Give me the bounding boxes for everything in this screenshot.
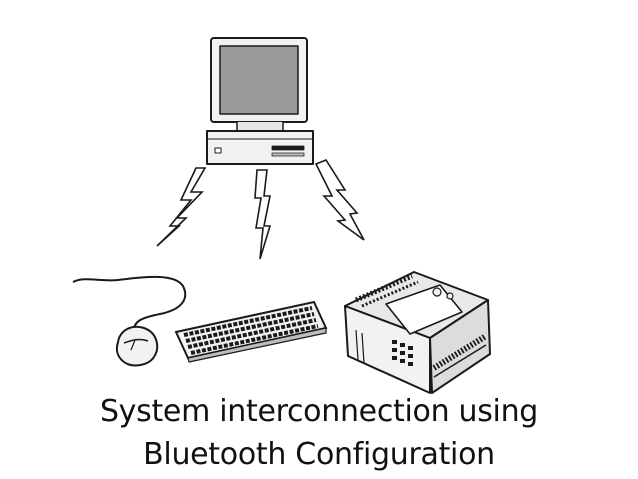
caption-line-1: System interconnection using <box>99 394 539 429</box>
lightning-bolt-icon <box>254 169 272 260</box>
keyboard-icon <box>174 300 328 363</box>
computer-icon <box>206 37 314 165</box>
printer-icon <box>344 271 491 394</box>
caption-line-2: Bluetooth Configuration <box>143 437 495 472</box>
mouse-icon <box>72 275 187 367</box>
lightning-bolt-icon <box>156 167 207 247</box>
lightning-bolt-icon <box>314 159 365 241</box>
